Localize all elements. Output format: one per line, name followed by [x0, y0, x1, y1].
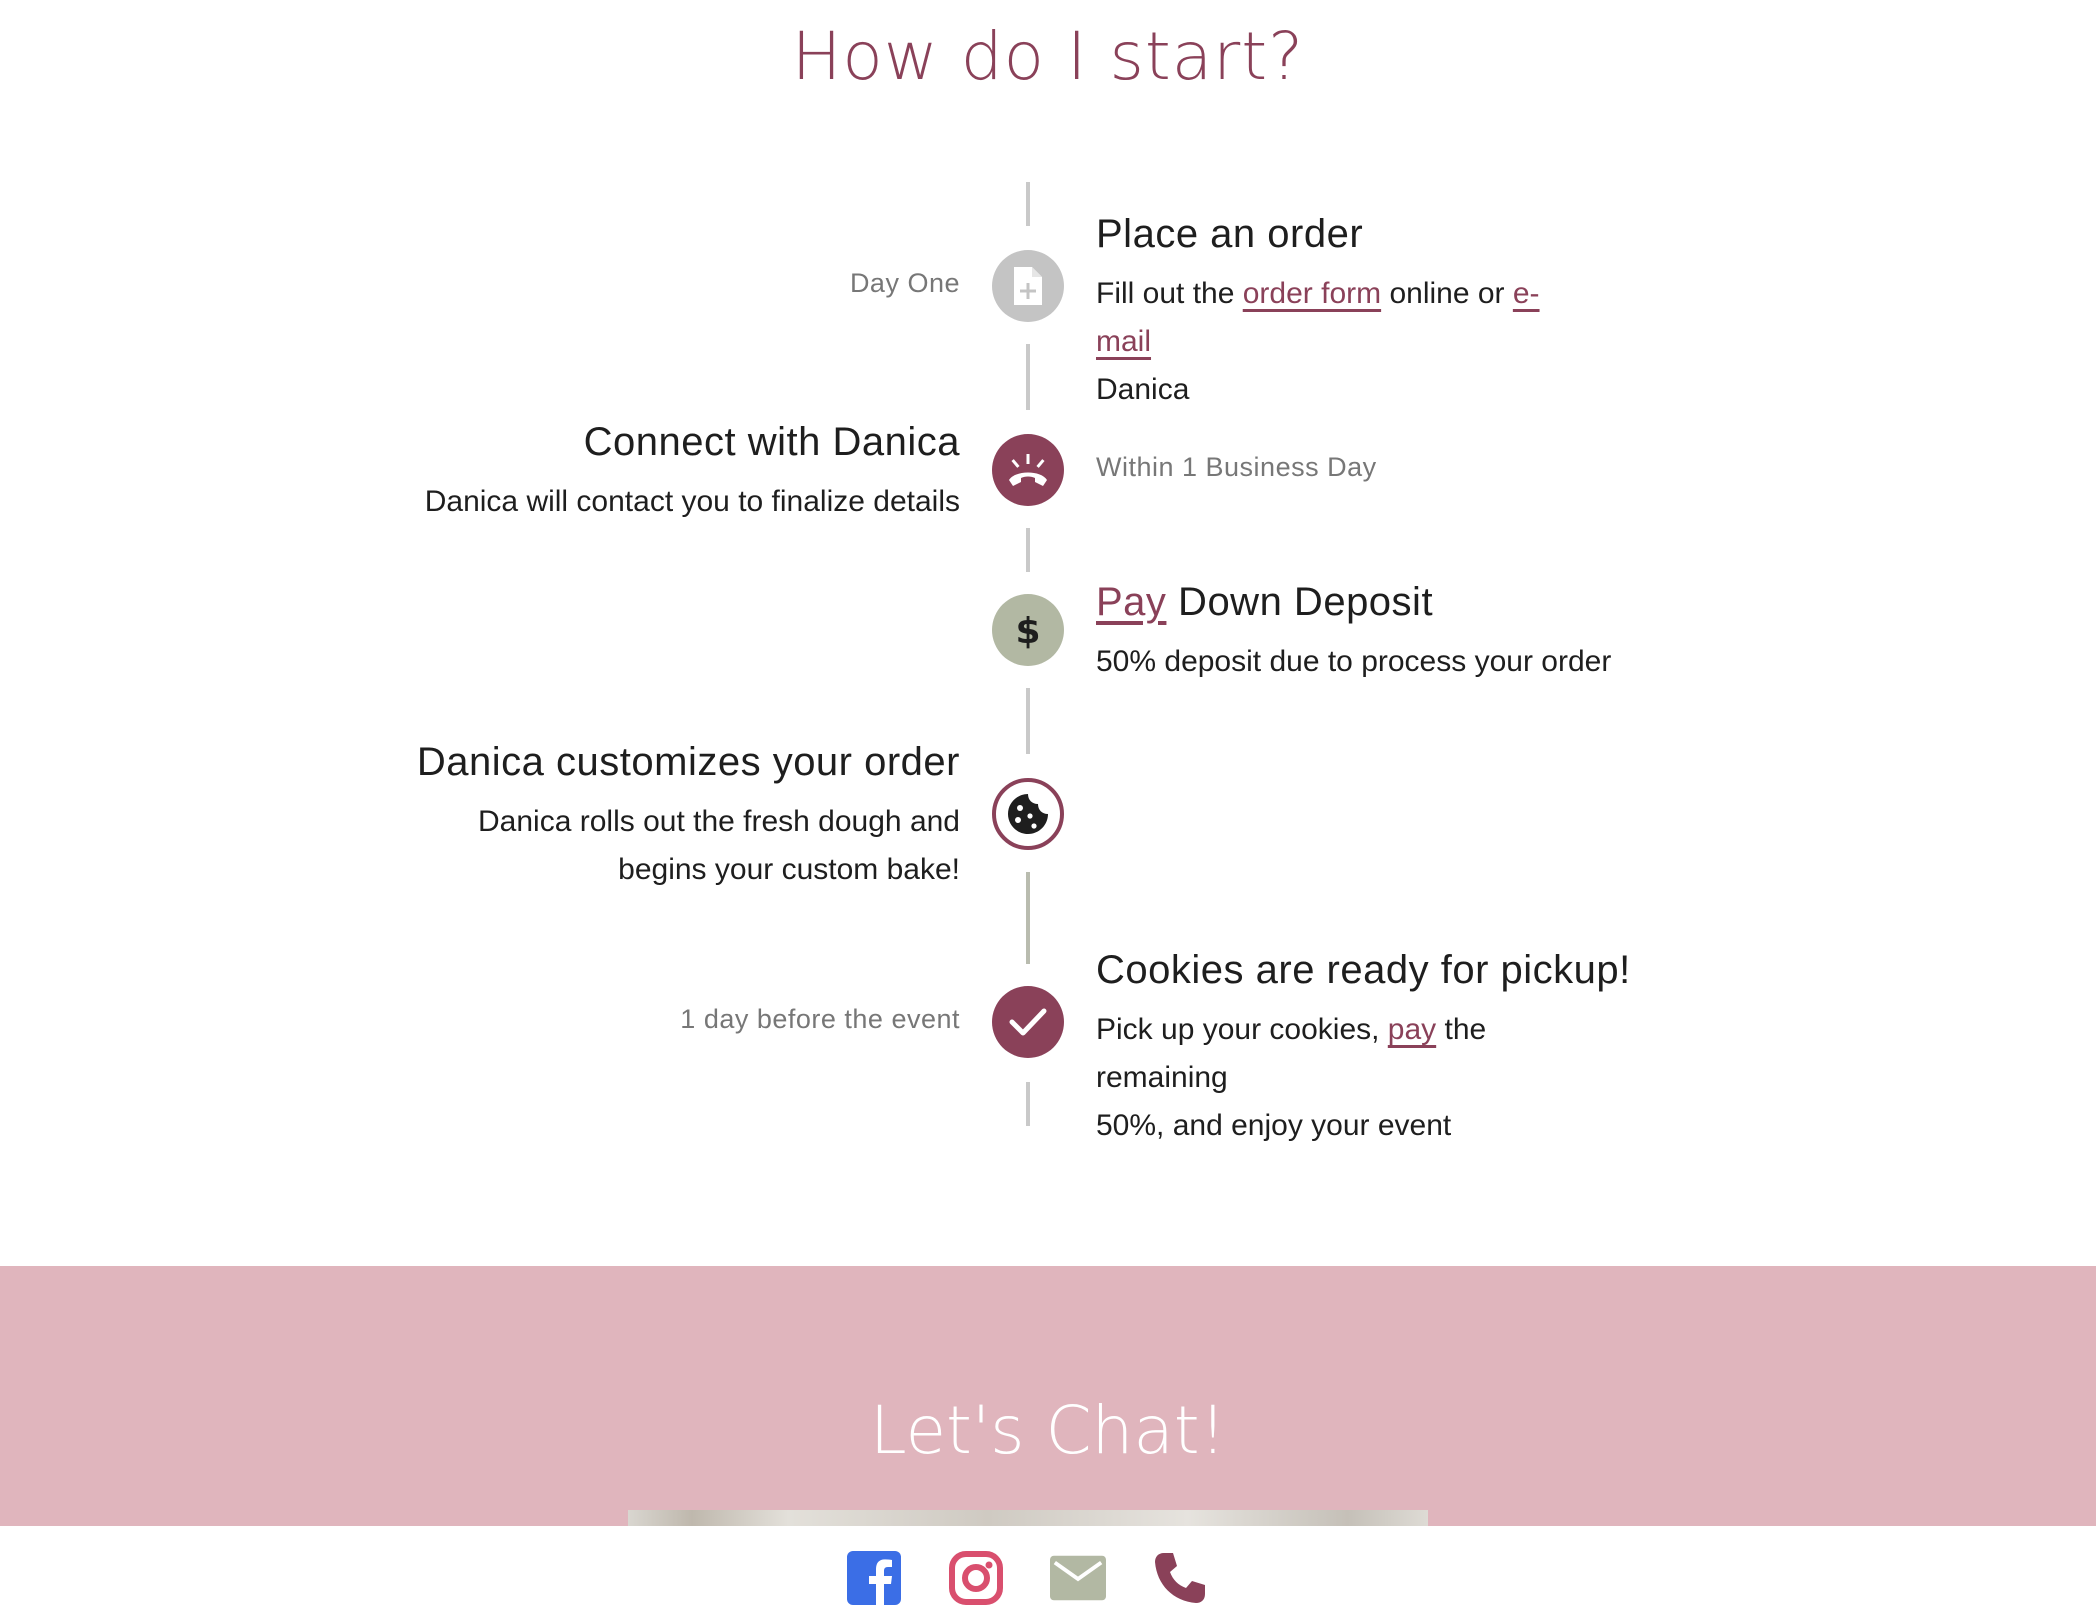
step-time-business-day: Within 1 Business Day: [1096, 452, 1377, 482]
social-bar: [0, 1526, 2096, 1624]
timeline-segment: [1026, 528, 1030, 572]
step-title-pickup: Cookies are ready for pickup!: [1096, 948, 1631, 992]
step-node-place-order: [992, 250, 1064, 322]
step-title-place-order: Place an order: [1096, 212, 1364, 256]
document-plus-icon: [1010, 265, 1046, 307]
dollar-icon: $: [1013, 610, 1043, 650]
step-node-customize: [992, 778, 1064, 850]
order-form-link[interactable]: order form: [1242, 277, 1382, 310]
phone-icon[interactable]: [1152, 1550, 1208, 1606]
checkmark-icon: [1009, 1007, 1047, 1037]
chat-section: [0, 1266, 2096, 1526]
chat-photo: [628, 1510, 1428, 1526]
step-node-deposit: $: [992, 594, 1064, 666]
timeline-segment: [1026, 1082, 1030, 1126]
email-link[interactable]: e-mail: [1096, 277, 1540, 358]
chat-title: Let's Chat!: [869, 1392, 1227, 1469]
pay-link[interactable]: Pay: [1096, 580, 1167, 624]
step-node-pickup: [992, 986, 1064, 1058]
pay-remaining-link[interactable]: pay: [1387, 1013, 1437, 1046]
step-desc-connect: Danica will contact you to finalize deta…: [424, 485, 960, 518]
step-time-before-event: 1 day before the event: [680, 1004, 960, 1034]
step-title-connect: Connect with Danica: [583, 420, 960, 464]
facebook-icon[interactable]: [846, 1550, 902, 1606]
timeline-segment: [1026, 182, 1030, 226]
timeline-segment: [1026, 688, 1030, 754]
phone-ringing-icon: [1005, 450, 1051, 490]
cookie-icon: [1006, 792, 1050, 836]
instagram-icon[interactable]: [948, 1550, 1004, 1606]
timeline-segment: [1026, 344, 1030, 410]
email-icon[interactable]: [1050, 1550, 1106, 1606]
step-title-deposit: Pay Down Deposit: [1096, 580, 1434, 624]
svg-text:$: $: [1015, 611, 1040, 650]
step-node-connect: [992, 434, 1064, 506]
step-time-day-one: Day One: [849, 268, 960, 298]
page-title: How do I start?: [791, 18, 1305, 95]
step-title-customize: Danica customizes your order: [416, 740, 960, 784]
step-desc-place-order: Fill out the order form online or e-mail…: [1096, 277, 1540, 406]
timeline-segment: [1026, 872, 1030, 964]
step-desc-deposit: 50% deposit due to process your order: [1096, 645, 1612, 678]
